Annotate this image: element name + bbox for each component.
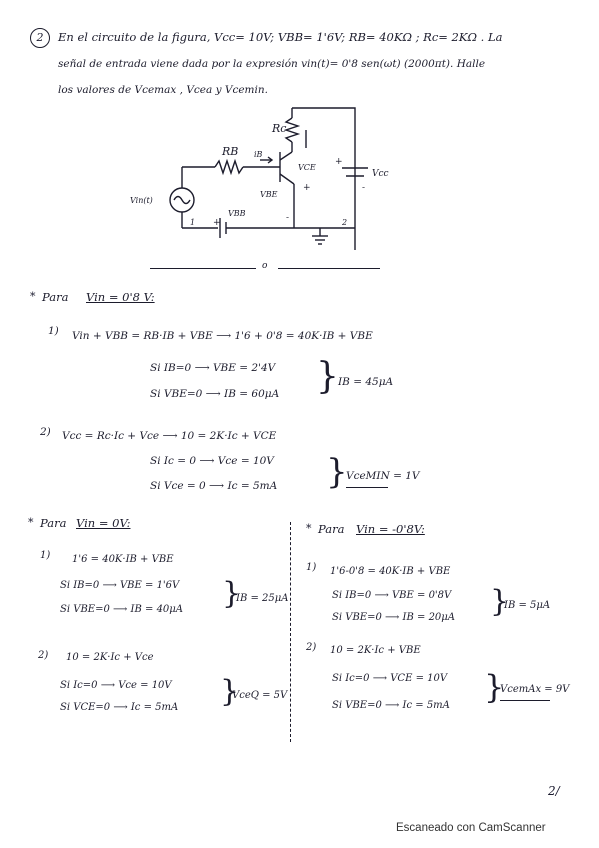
- label-vbb: VBB: [228, 209, 246, 218]
- separator-left: [150, 268, 256, 270]
- case3-equation-2b: Si VBE=0 ⟶ Ic = 5mA: [332, 700, 450, 711]
- case2-result-2: VceQ = 5V: [232, 690, 288, 701]
- case2-brace-1: }: [222, 576, 242, 611]
- case1-bullet: *: [30, 290, 36, 303]
- case2-title-prefix: Para: [40, 516, 67, 530]
- label-vcc-plus: +: [335, 157, 343, 167]
- case1-equation-2: Vcc = Rc·Ic + Vce ⟶ 10 = 2K·Ic + VCE: [62, 430, 277, 442]
- case3-result-1: IB = 5μA: [504, 600, 551, 611]
- separator-mark: o: [262, 261, 268, 271]
- case1-equation-1a: Si IB=0 ⟶ VBE = 2'4V: [150, 362, 276, 374]
- label-vce: VCE: [298, 163, 316, 172]
- case1-result-1: IB = 45μA: [338, 376, 394, 388]
- case3-equation-1: 1'6-0'8 = 40K·IB + VBE: [330, 566, 451, 577]
- label-vbb-plus: +: [213, 218, 221, 228]
- case1-equation-1b: Si VBE=0 ⟶ IB = 60μA: [150, 388, 280, 400]
- case3-equation-1a: Si IB=0 ⟶ VBE = 0'8V: [332, 590, 452, 601]
- case1-title-prefix: Para: [42, 290, 69, 304]
- label-vcc-minus: -: [362, 183, 365, 193]
- case2-equation-1a: Si IB=0 ⟶ VBE = 1'6V: [60, 580, 180, 591]
- label-node-2: 2: [341, 218, 347, 227]
- label-vbe: VBE: [260, 190, 278, 199]
- problem-number: 2: [30, 28, 50, 48]
- case1-brace-2: }: [326, 452, 348, 492]
- problem-line-1: En el circuito de la figura, Vcc= 10V; V…: [58, 30, 503, 44]
- case3-result-2-underline: [500, 700, 550, 702]
- problem-line-2: señal de entrada viene dada por la expre…: [58, 58, 486, 70]
- label-vce-plus: +: [303, 183, 311, 193]
- case2-brace-2: }: [220, 674, 240, 709]
- case3-bullet: *: [306, 522, 312, 535]
- case1-item1-number: 1): [48, 325, 59, 337]
- case1-result-2-underline: [346, 487, 388, 489]
- case3-item1-number: 1): [306, 562, 317, 573]
- case1-equation-2a: Si Ic = 0 ⟶ Vce = 10V: [150, 455, 274, 467]
- separator-right: [278, 268, 380, 270]
- label-vcc: Vcc: [372, 169, 389, 179]
- rc-resistor: [283, 117, 301, 143]
- circuit-diagram: Rc RB iB VCE VBE Vcc Vin(t) VBB 1 2 + + …: [130, 107, 389, 250]
- label-rb: RB: [221, 145, 238, 158]
- case1-equation-2b: Si Vce = 0 ⟶ Ic = 5mA: [150, 480, 278, 492]
- case3-equation-2a: Si Ic=0 ⟶ VCE = 10V: [332, 673, 448, 684]
- case1-title: Vin = 0'8 V:: [86, 290, 155, 304]
- problem-line-3: los valores de Vcemax , Vcea y Vcemin.: [58, 84, 268, 96]
- case3-equation-2: 10 = 2K·Ic + VBE: [330, 645, 421, 656]
- case3-result-2: VcemAx = 9V: [500, 684, 570, 695]
- case1-equation-1: Vin + VBB = RB·IB + VBE ⟶ 1'6 + 0'8 = 40…: [72, 330, 373, 342]
- case2-equation-2: 10 = 2K·Ic + Vce: [66, 652, 154, 663]
- case3-title-prefix: Para: [318, 522, 345, 536]
- case3-brace-1: }: [490, 584, 510, 619]
- case3-equation-1b: Si VBE=0 ⟶ IB = 20μA: [332, 612, 456, 623]
- scanner-footer: Escaneado con CamScanner: [396, 822, 546, 834]
- case2-result-1: IB = 25μA: [236, 593, 289, 604]
- case2-title: Vin = 0V:: [76, 516, 131, 530]
- case2-bullet: *: [28, 516, 34, 529]
- case2-equation-2a: Si Ic=0 ⟶ Vce = 10V: [60, 680, 172, 691]
- case3-title: Vin = -0'8V:: [356, 522, 425, 536]
- case2-equation-2b: Si VCE=0 ⟶ Ic = 5mA: [60, 702, 179, 713]
- label-node-1: 1: [190, 218, 195, 227]
- case1-brace-1: }: [316, 356, 339, 397]
- case3-brace-2: }: [484, 668, 505, 706]
- case2-item2-number: 2): [38, 650, 49, 661]
- page-number: 2/: [548, 784, 560, 798]
- case2-item1-number: 1): [40, 550, 51, 561]
- label-vce-minus: -: [286, 213, 289, 223]
- label-rc: Rc: [271, 122, 286, 135]
- case2-equation-1b: Si VBE=0 ⟶ IB = 40μA: [60, 604, 184, 615]
- case1-result-2: VceMIN = 1V: [346, 470, 420, 482]
- case3-item2-number: 2): [306, 642, 317, 653]
- wire-top: [292, 107, 356, 250]
- case2-equation-1: 1'6 = 40K·IB + VBE: [72, 554, 174, 565]
- rb-resistor: [214, 158, 244, 176]
- label-ib: iB: [254, 150, 263, 159]
- label-vin: Vin(t): [130, 196, 153, 205]
- case1-item2-number: 2): [40, 426, 51, 438]
- column-divider: [290, 522, 291, 742]
